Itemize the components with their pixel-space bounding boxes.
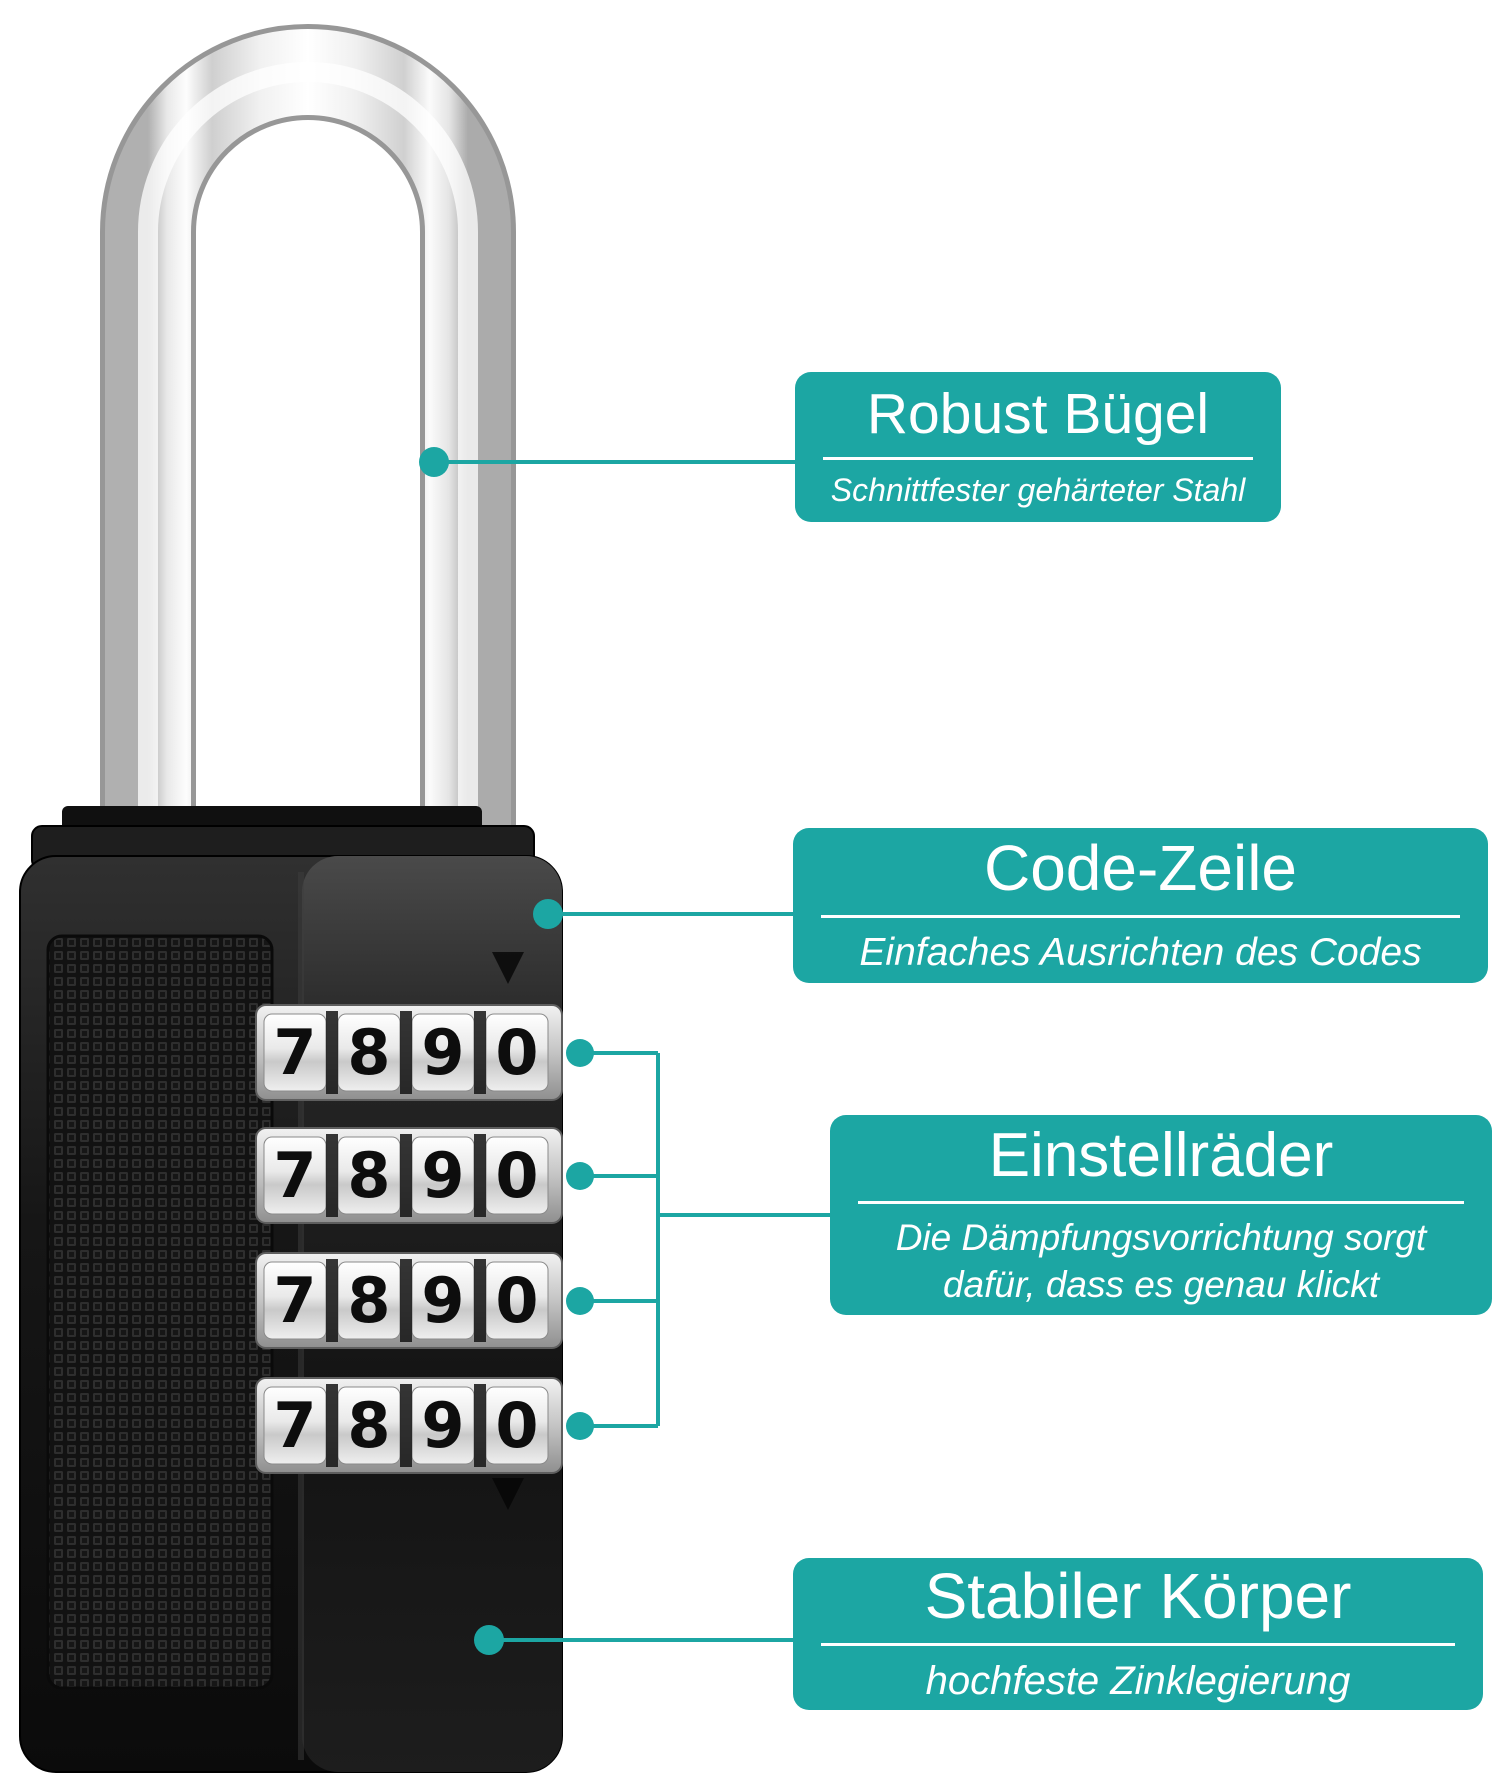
dial-row-1: 7 8 9 0 bbox=[255, 1004, 563, 1101]
callout-body-title: Stabiler Körper bbox=[821, 1560, 1455, 1646]
leader-lines bbox=[419, 447, 832, 1655]
callout-code-line: Code-Zeile Einfaches Ausrichten des Code… bbox=[793, 828, 1488, 983]
dial-digit: 0 bbox=[495, 1264, 538, 1337]
leader-dot-dial-2 bbox=[566, 1162, 594, 1190]
dial-digit: 7 bbox=[273, 1389, 316, 1462]
leader-dot-dial-1 bbox=[566, 1039, 594, 1067]
shackle bbox=[100, 24, 516, 880]
leader-dot-dial-3 bbox=[566, 1287, 594, 1315]
callout-shackle: Robust Bügel Schnittfester gehärteter St… bbox=[795, 372, 1281, 522]
callout-shackle-subtitle: Schnittfester gehärteter Stahl bbox=[830, 471, 1246, 508]
dial-digit: 8 bbox=[347, 1264, 390, 1337]
leader-dot-dial-4 bbox=[566, 1412, 594, 1440]
dial-digit: 7 bbox=[273, 1139, 316, 1212]
dial-digit: 7 bbox=[273, 1264, 316, 1337]
callout-code-line-title: Code-Zeile bbox=[821, 833, 1460, 918]
code-index-arrow-top bbox=[492, 952, 524, 984]
dial-row-4: 7 8 9 0 bbox=[255, 1377, 563, 1474]
callout-dials-subtitle: Die Dämpfungsvorrichtung sorgt dafür, da… bbox=[895, 1216, 1427, 1306]
callout-dials-title: Einstellräder bbox=[858, 1121, 1464, 1204]
dial-digit: 8 bbox=[347, 1139, 390, 1212]
callout-shackle-title: Robust Bügel bbox=[823, 382, 1253, 460]
dial-digit: 0 bbox=[495, 1139, 538, 1212]
callout-body: Stabiler Körper hochfeste Zinklegierung bbox=[793, 1558, 1483, 1710]
leader-dot-body bbox=[474, 1625, 504, 1655]
dial-row-2: 7 8 9 0 bbox=[255, 1127, 563, 1224]
callout-body-subtitle: hochfeste Zinklegierung bbox=[925, 1658, 1351, 1703]
dial-digit: 8 bbox=[347, 1016, 390, 1089]
dial-digit: 8 bbox=[347, 1389, 390, 1462]
dial-digit: 0 bbox=[495, 1389, 538, 1462]
dial-row-3: 7 8 9 0 bbox=[255, 1252, 563, 1349]
code-index-arrow-bottom bbox=[492, 1478, 524, 1510]
dial-digit: 7 bbox=[273, 1016, 316, 1089]
dial-digit: 9 bbox=[421, 1139, 464, 1212]
leader-dot-shackle bbox=[419, 447, 449, 477]
callout-dials: Einstellräder Die Dämpfungsvorrichtung s… bbox=[830, 1115, 1492, 1315]
dial-digit: 9 bbox=[421, 1016, 464, 1089]
dial-digit: 0 bbox=[495, 1016, 538, 1089]
textured-grip-panel bbox=[46, 934, 274, 1690]
dial-digit: 9 bbox=[421, 1389, 464, 1462]
callout-code-line-subtitle: Einfaches Ausrichten des Codes bbox=[859, 930, 1422, 974]
leader-dot-code-line bbox=[533, 899, 563, 929]
dial-digit: 9 bbox=[421, 1264, 464, 1337]
